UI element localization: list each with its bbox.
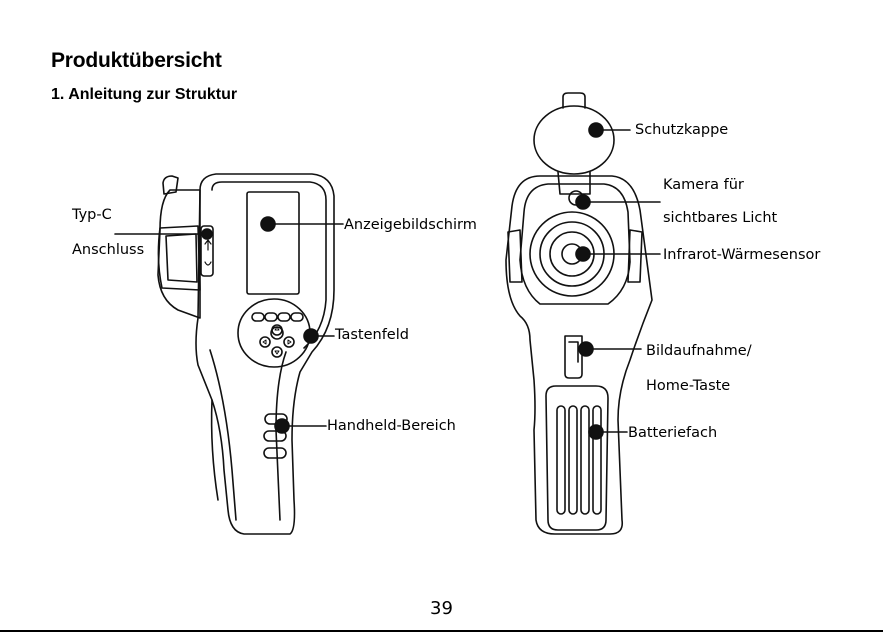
label-grip: Handheld-Bereich [327, 419, 456, 434]
label-ir-sensor: Infrarot-Wärmesensor [663, 248, 820, 263]
label-cap: Schutzkappe [635, 123, 728, 138]
label-capture-button-line1: Bildaufnahme/ [646, 344, 752, 359]
thermal-camera-rear-view [506, 93, 652, 534]
page-number: 39 [0, 598, 883, 619]
label-display: Anzeigebildschirm [344, 218, 477, 233]
label-usb-port-line2: Anschluss [72, 243, 144, 258]
label-visible-camera-line2: sichtbares Licht [663, 211, 777, 226]
label-capture-button-line2: Home-Taste [646, 379, 730, 394]
label-usb-port-line1: Typ-C [72, 208, 112, 223]
label-visible-camera-line1: Kamera für [663, 178, 744, 193]
label-battery: Batteriefach [628, 426, 717, 441]
footer-rule [0, 630, 883, 632]
label-keypad: Tastenfeld [335, 328, 409, 343]
thermal-camera-side-view [158, 174, 334, 534]
